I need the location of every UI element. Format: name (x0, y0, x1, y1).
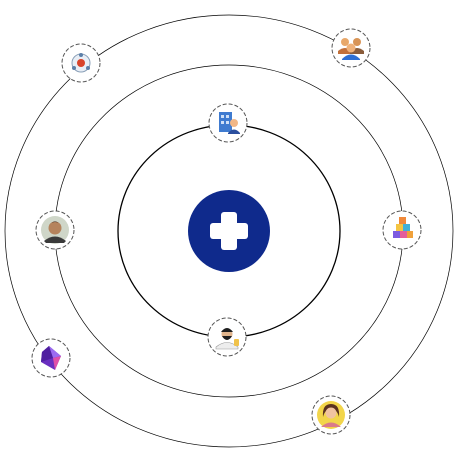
users-group-icon (338, 38, 364, 60)
woman-avatar-icon (317, 401, 345, 429)
node-bearded-man[interactable] (207, 317, 247, 357)
node-man-avatar[interactable] (35, 210, 75, 250)
node-users-group[interactable] (331, 28, 371, 68)
network-icon (71, 53, 91, 73)
building-user-icon (219, 112, 240, 134)
blocks-icon (393, 217, 413, 238)
outer-orbit (4, 14, 454, 448)
node-building-user[interactable] (208, 103, 248, 143)
node-network[interactable] (61, 43, 101, 83)
node-blocks[interactable] (382, 210, 422, 250)
center-hub[interactable] (188, 190, 270, 272)
man-avatar-icon (41, 216, 69, 244)
purple-gem-icon (41, 346, 61, 370)
node-woman-avatar[interactable] (311, 395, 351, 435)
node-purple-gem[interactable] (31, 338, 71, 378)
bearded-man-avatar-icon (215, 328, 239, 350)
